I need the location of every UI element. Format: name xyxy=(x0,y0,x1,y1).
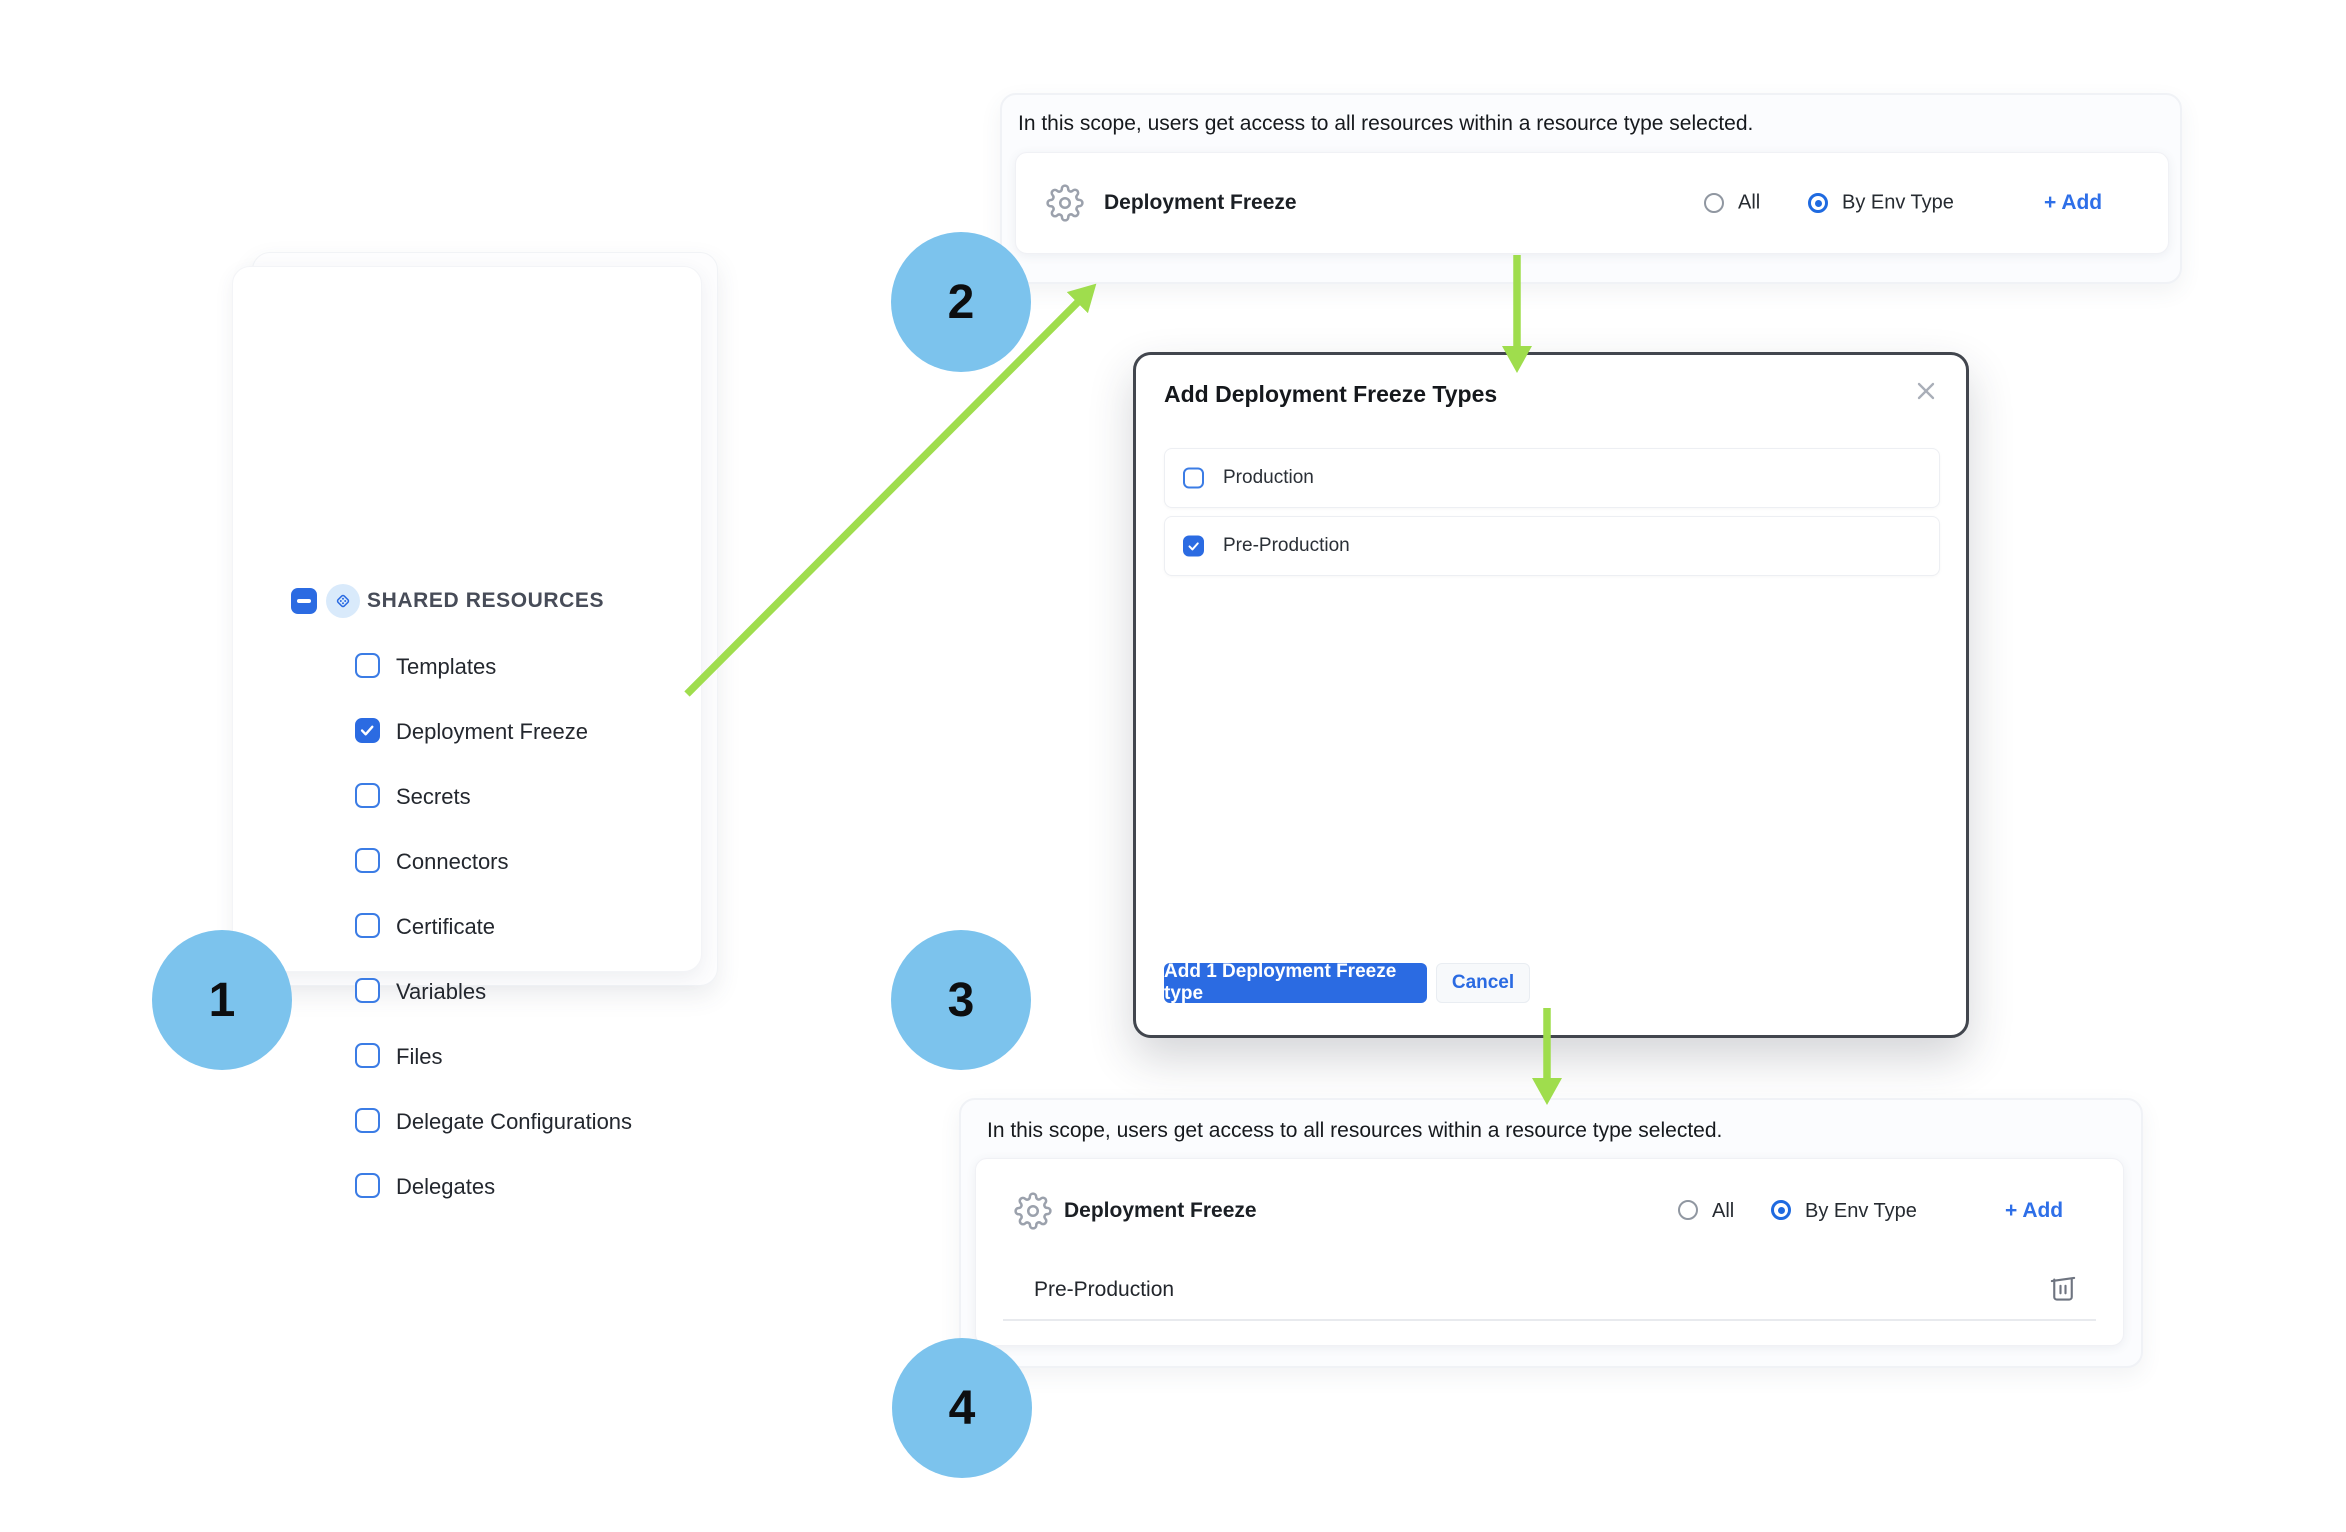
scope-panel-result: In this scope, users get access to all r… xyxy=(959,1098,2143,1368)
modal-title: Add Deployment Freeze Types xyxy=(1164,381,1498,407)
option-row-production[interactable]: Production xyxy=(1164,448,1940,508)
resource-tree-panel: SHARED RESOURCES Templates Deployment Fr… xyxy=(232,266,702,1199)
step-badge-4: 4 xyxy=(892,1338,1032,1478)
resource-type-label: Deployment Freeze xyxy=(1104,191,1297,214)
scope-description: In this scope, users get access to all r… xyxy=(1018,112,1754,135)
option-row-pre-production[interactable]: Pre-Production xyxy=(1164,516,1940,576)
radio-all-label: All xyxy=(1712,1200,1735,1222)
step-badge-1: 1 xyxy=(152,930,292,1070)
radio-by-env-type[interactable] xyxy=(1808,193,1828,213)
add-button[interactable]: + Add xyxy=(2044,191,2103,214)
radio-all-label: All xyxy=(1738,191,1761,214)
shared-resources-header: SHARED RESOURCES xyxy=(367,589,605,612)
checkbox-production[interactable] xyxy=(1183,467,1204,489)
step-badge-3: 3 xyxy=(891,930,1031,1070)
label-certificate: Certificate xyxy=(396,914,496,939)
checkbox-templates[interactable] xyxy=(355,653,380,678)
label-variables: Variables xyxy=(396,979,487,1004)
gear-icon xyxy=(1014,1192,1052,1230)
gear-icon xyxy=(1046,184,1084,222)
label-delegates: Delegates xyxy=(396,1174,496,1199)
checkbox-pre-production[interactable] xyxy=(1183,535,1204,557)
resource-type-card: Deployment Freeze All By Env Type + Add … xyxy=(975,1158,2124,1346)
option-label-production: Production xyxy=(1223,467,1314,488)
radio-all[interactable] xyxy=(1704,193,1724,213)
shared-resources-select-all-checkbox[interactable] xyxy=(291,588,317,614)
label-secrets: Secrets xyxy=(396,784,471,809)
add-button[interactable]: + Add xyxy=(2005,1199,2064,1222)
entry-divider xyxy=(1003,1319,2096,1321)
trash-icon[interactable] xyxy=(2048,1272,2078,1302)
resource-type-label: Deployment Freeze xyxy=(1064,1199,1257,1222)
arrow-tree-to-panel xyxy=(684,283,1097,697)
checkbox-variables[interactable] xyxy=(355,978,380,1003)
scope-description: In this scope, users get access to all r… xyxy=(987,1119,1723,1142)
checkbox-deployment-freeze[interactable] xyxy=(355,718,380,743)
radio-by-env-type-label: By Env Type xyxy=(1842,191,1954,214)
label-deployment-freeze: Deployment Freeze xyxy=(396,719,588,744)
scope-panel-initial: In this scope, users get access to all r… xyxy=(1000,93,2182,284)
checkbox-delegate-configurations[interactable] xyxy=(355,1108,380,1133)
shared-resources-icon xyxy=(326,584,360,618)
label-templates: Templates xyxy=(396,654,497,679)
label-files: Files xyxy=(396,1044,443,1069)
cancel-button[interactable]: Cancel xyxy=(1436,963,1530,1003)
label-connectors: Connectors xyxy=(396,849,509,874)
step-badge-2: 2 xyxy=(891,232,1031,372)
close-icon[interactable] xyxy=(1912,377,1940,405)
checkbox-connectors[interactable] xyxy=(355,848,380,873)
radio-by-env-type-label: By Env Type xyxy=(1805,1200,1917,1222)
radio-all[interactable] xyxy=(1678,1200,1698,1220)
add-freeze-type-button[interactable]: Add 1 Deployment Freeze type xyxy=(1164,961,1427,1004)
indeterminate-minus-icon xyxy=(297,599,311,603)
freeze-type-entry-label: Pre-Production xyxy=(1034,1278,1175,1301)
radio-by-env-type[interactable] xyxy=(1771,1200,1791,1220)
resource-type-card: Deployment Freeze All By Env Type + Add xyxy=(1015,152,2169,254)
checkbox-certificate[interactable] xyxy=(355,913,380,938)
checkbox-files[interactable] xyxy=(355,1043,380,1068)
option-label-pre-production: Pre-Production xyxy=(1223,535,1350,556)
label-delegate-configurations: Delegate Configurations xyxy=(396,1109,633,1134)
checkbox-delegates[interactable] xyxy=(355,1173,380,1198)
checkbox-secrets[interactable] xyxy=(355,783,380,808)
add-freeze-types-modal: Add Deployment Freeze Types Production P… xyxy=(1133,352,1969,1038)
